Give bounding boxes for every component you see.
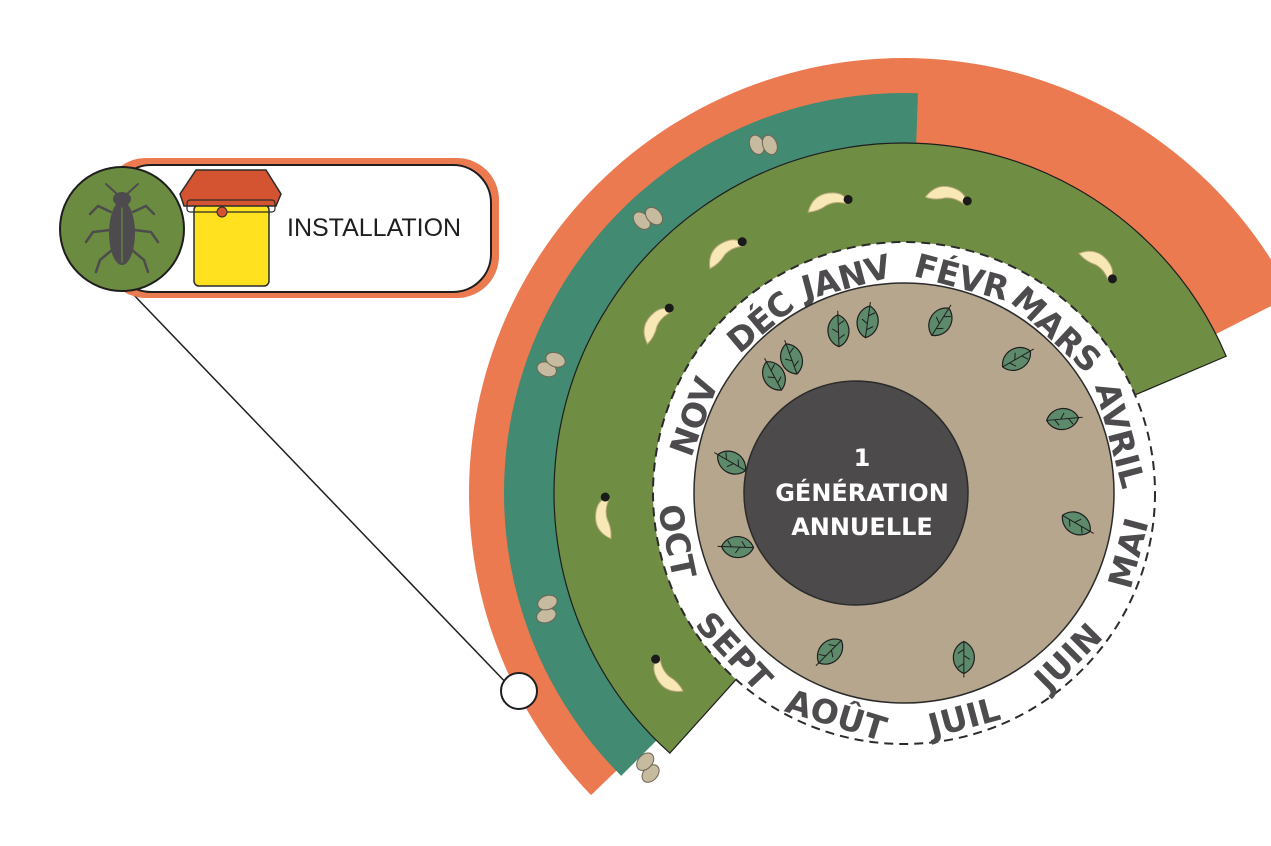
larva-icon xyxy=(924,185,972,206)
leaf-icon xyxy=(1061,511,1094,536)
egg-pair-icon xyxy=(748,134,778,156)
leaf-icon xyxy=(815,638,844,667)
leaf-icon xyxy=(714,450,747,475)
leaf-icon xyxy=(856,301,879,339)
leaf-icon xyxy=(780,339,804,375)
center-disc xyxy=(743,380,969,606)
egg-group xyxy=(536,134,778,783)
installation-label: INSTALLATION xyxy=(287,214,461,242)
egg-pair-icon xyxy=(536,351,566,378)
leaf-icon xyxy=(717,535,755,559)
center-line-1: 1 xyxy=(854,444,871,472)
leaf-icon xyxy=(1046,407,1083,431)
egg-pair-icon xyxy=(536,594,558,624)
leaf-icon xyxy=(762,358,786,391)
leaf-icon xyxy=(928,304,953,337)
larva-icon xyxy=(643,303,674,345)
installation-callout: INSTALLATION xyxy=(59,158,499,298)
installation-marker xyxy=(500,672,538,710)
month-ring-dashed-border xyxy=(652,241,1156,745)
egg-pair-icon xyxy=(636,752,660,783)
larva-icon xyxy=(807,192,853,213)
leaf-icon xyxy=(952,640,975,678)
larva-group xyxy=(595,185,1117,692)
callout-pointer-line xyxy=(129,290,514,691)
larva-icon xyxy=(1078,250,1117,284)
leaf-icon xyxy=(827,310,850,348)
larva-icon xyxy=(709,237,747,270)
center-line-3: ANNUELLE xyxy=(791,513,933,541)
leaf-group xyxy=(714,301,1094,678)
beetle-icon xyxy=(84,183,160,274)
egg-pair-icon xyxy=(632,206,664,230)
leaf-icon xyxy=(1002,346,1035,372)
larva-icon xyxy=(595,492,612,540)
center-line-2: GÉNÉRATION xyxy=(775,478,949,507)
pheromone-trap-icon xyxy=(179,169,282,287)
larva-icon xyxy=(651,654,684,692)
